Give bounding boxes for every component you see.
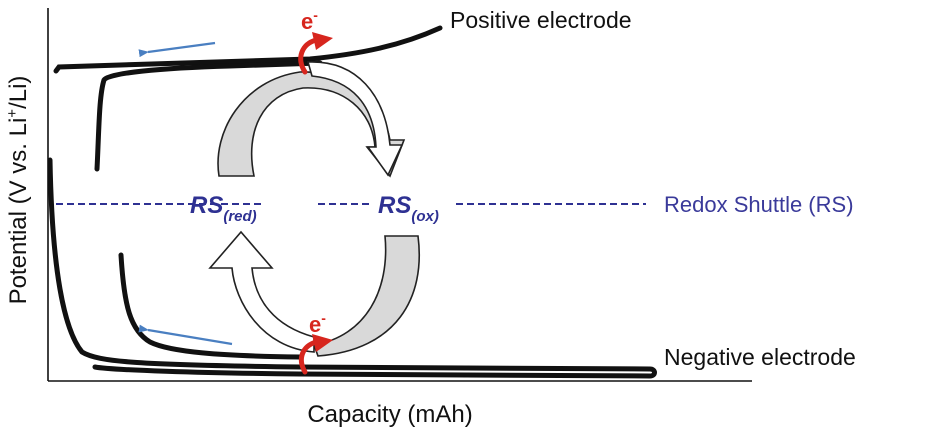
positive-electrode-charge-curve	[53, 25, 443, 74]
electron-transfer-arrow-top	[298, 37, 319, 75]
lower-return-arrow	[208, 230, 315, 353]
electron-charge-bottom: -	[321, 310, 326, 326]
reduction-arc-arrow	[312, 235, 420, 357]
rs-reduced-sub: (red)	[223, 208, 256, 225]
x-axis-title: Capacity (mAh)	[307, 401, 472, 428]
rs-reduced-main: RS	[190, 192, 223, 219]
upper-return-arrow	[306, 61, 404, 177]
electron-transfer-arrowhead-top	[312, 32, 333, 50]
y-axis-title: Potential (V vs. Li+/Li)	[4, 76, 32, 305]
rs-oxidized-sub: (ox)	[411, 208, 439, 225]
negative-electrode-discharge-curve	[118, 252, 303, 360]
negative-electrode-charge-curve	[47, 157, 657, 379]
electron-symbol-top: e	[301, 9, 313, 34]
y-axis-title-main: Potential (V vs. Li	[5, 118, 32, 305]
electron-charge-top: -	[313, 7, 318, 23]
y-axis-title-sup: +	[4, 109, 21, 118]
redox-shuttle-label: Redox Shuttle (RS)	[664, 192, 854, 217]
electron-symbol-bottom: e	[309, 312, 321, 337]
electron-transfer-arrowhead-bottom	[312, 334, 333, 352]
negative-electrode-label: Negative electrode	[664, 344, 856, 370]
rs-oxidized-main: RS	[378, 192, 411, 219]
rs-reduced-label: RS(red)	[190, 192, 257, 225]
direction-arrow-top	[138, 41, 216, 58]
direction-arrow-bottom	[138, 324, 233, 346]
y-axis-title-end: /Li)	[5, 76, 32, 109]
rs-oxidized-label: RS(ox)	[378, 192, 439, 225]
electron-label-bottom: e-	[309, 310, 326, 337]
oxidation-arc-arrow	[217, 71, 406, 178]
electron-transfer-arrow-bottom	[299, 339, 319, 375]
positive-electrode-discharge-curve	[94, 60, 323, 172]
positive-electrode-label: Positive electrode	[450, 7, 632, 33]
electron-label-top: e-	[301, 7, 318, 34]
